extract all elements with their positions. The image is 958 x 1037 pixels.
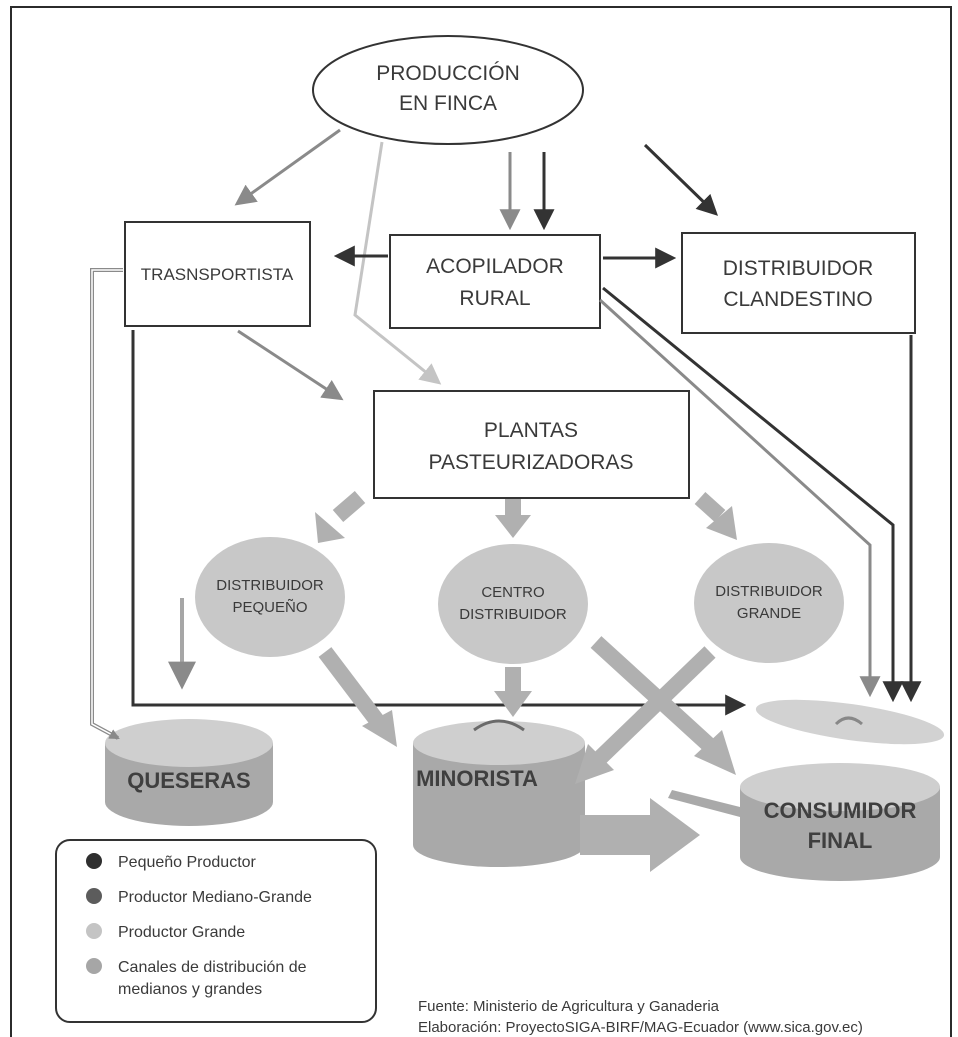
channel-arrow-minorista-to-consumidor — [580, 798, 700, 872]
legend-label: Productor Grande — [118, 924, 245, 941]
node-transportista: TRASNSPORTISTA — [124, 221, 311, 327]
source-line1: Fuente: Ministerio de Agricultura y Gana… — [418, 998, 720, 1015]
legend-label: Canales de distribución de — [118, 959, 307, 976]
arrow-produccion-to-clandestino — [643, 143, 719, 216]
arrow-transportista-to-consumidor-dark — [131, 330, 747, 716]
legend-dot-icon — [86, 853, 102, 869]
arrow-transportista-to-queseras-double — [90, 268, 123, 740]
diagram-frame — [10, 6, 952, 1037]
arrow-acopilador-to-consumidor-dark-a — [602, 286, 904, 703]
clandestino-line1: DISTRIBUIDOR — [723, 257, 874, 280]
node-queseras: QUESERAS — [105, 719, 273, 826]
legend-box — [55, 839, 377, 1023]
channel-arrow-plantas-to-centro — [495, 499, 531, 538]
clandestino-line2: CLANDESTINO — [723, 288, 872, 311]
plantas-line2: PASTEURIZADORAS — [429, 451, 634, 474]
node-distribuidor-clandestino: DISTRIBUIDOR CLANDESTINO — [681, 232, 916, 334]
legend-item-productor-mediano-grande: Productor Mediano-Grande — [86, 888, 312, 906]
minorista-handle-icon — [473, 719, 525, 732]
node-centro-distribuidor: CENTRO DISTRIBUIDOR — [438, 544, 588, 664]
queseras-label: QUESERAS — [127, 768, 250, 793]
arrow-acopilador-to-consumidor-medium — [598, 298, 881, 698]
source-line2: Elaboración: ProyectoSIGA-BIRF/MAG-Ecuad… — [418, 1019, 863, 1036]
node-consumidor-final: CONSUMIDOR FINAL — [668, 699, 945, 881]
consumidor-line1: CONSUMIDOR — [764, 798, 917, 823]
legend-item-pequeno-productor: Pequeño Productor — [86, 853, 257, 871]
legend-label-continued: medianos y grandes — [118, 981, 262, 998]
legend-dot-icon — [86, 888, 102, 904]
dist-pequeno-line2: PEQUEÑO — [232, 599, 307, 616]
legend-item-canales: Canales de distribución de medianos y gr… — [86, 958, 307, 998]
pan-lid-knob-icon — [834, 716, 863, 726]
channel-arrow-dist-grande-to-minorista — [575, 646, 716, 784]
consumidor-line2: FINAL — [808, 828, 873, 853]
pan-lid-icon — [755, 699, 945, 745]
produccion-line2: EN FINCA — [399, 92, 497, 115]
arrow-transportista-to-plantas — [237, 329, 344, 401]
channel-arrow-centro-to-minorista — [494, 667, 532, 717]
legend-label: Pequeño Productor — [118, 854, 257, 871]
arrow-produccion-to-plantas-light — [353, 141, 442, 385]
node-distribuidor-pequeno: DISTRIBUIDOR PEQUEÑO — [195, 537, 345, 657]
legend: Pequeño Productor Productor Mediano-Gran… — [55, 839, 377, 1023]
dist-grande-line2: GRANDE — [737, 605, 801, 622]
legend-item-productor-grande: Productor Grande — [86, 923, 245, 941]
centro-line1: CENTRO — [481, 584, 544, 601]
centro-line2: DISTRIBUIDOR — [459, 606, 567, 623]
channel-arrow-plantas-to-dist-grande — [694, 492, 737, 540]
node-acopilador-rural: ACOPILADOR RURAL — [389, 234, 601, 329]
minorista-label: MINORISTA — [416, 766, 538, 791]
pan-handle-icon — [668, 790, 740, 817]
legend-label: Productor Mediano-Grande — [118, 889, 312, 906]
dist-pequeno-line1: DISTRIBUIDOR — [216, 577, 324, 594]
dist-grande-line1: DISTRIBUIDOR — [715, 583, 823, 600]
legend-dot-icon — [86, 958, 102, 974]
acopilador-line2: RURAL — [459, 287, 530, 310]
legend-dot-icon — [86, 923, 102, 939]
channel-arrow-dist-pequeno-to-minorista — [318, 647, 397, 747]
source-note: Fuente: Ministerio de Agricultura y Gana… — [418, 998, 863, 1036]
acopilador-line1: ACOPILADOR — [426, 255, 564, 278]
produccion-line1: PRODUCCIÓN — [376, 62, 520, 85]
node-distribuidor-grande: DISTRIBUIDOR GRANDE — [694, 543, 844, 663]
node-produccion-en-finca: PRODUCCIÓN EN FINCA — [312, 35, 584, 145]
plantas-line1: PLANTAS — [484, 419, 578, 442]
channel-arrow-plantas-to-dist-pequeno — [315, 490, 366, 543]
transportista-label: TRASNSPORTISTA — [141, 265, 294, 284]
node-plantas-pasteurizadoras: PLANTAS PASTEURIZADORAS — [373, 390, 690, 499]
node-minorista: MINORISTA — [413, 719, 585, 867]
channel-arrow-centro-to-consumidor — [590, 636, 736, 775]
arrow-produccion-to-transportista — [234, 128, 341, 206]
